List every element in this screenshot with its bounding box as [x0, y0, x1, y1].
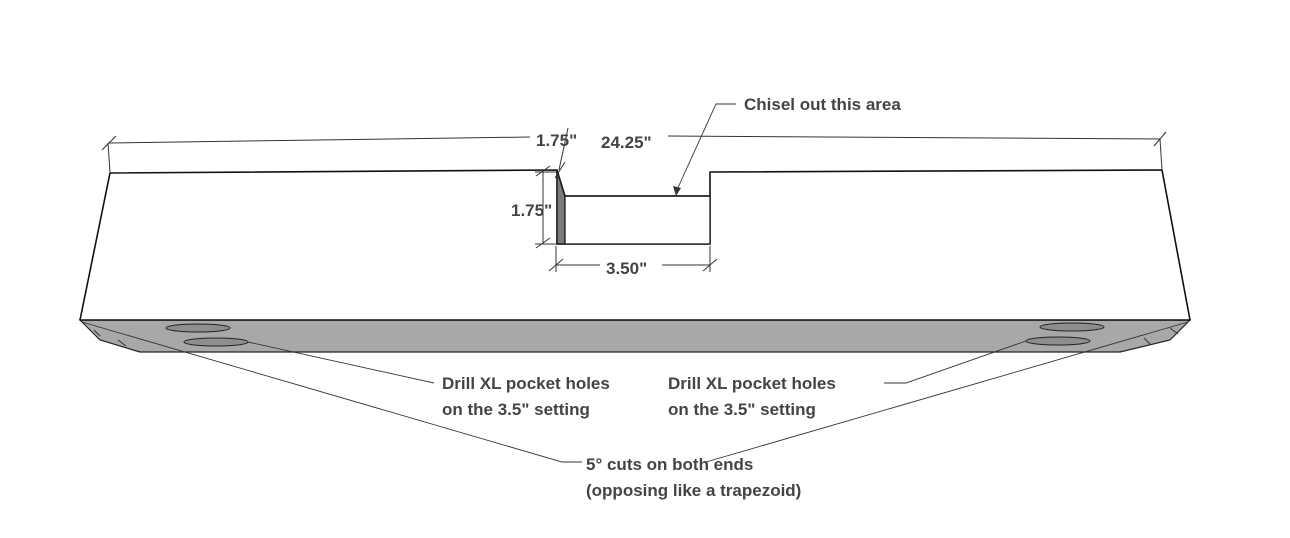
cuts-line2: (opposing like a trapezoid): [586, 481, 801, 500]
pocket-holes-right: [1025, 322, 1105, 346]
notch-offset-label: 1.75": [536, 131, 577, 150]
dimension-overall-length: 24.25": [101, 131, 1167, 173]
dimension-notch-width: 3.50": [548, 246, 718, 278]
corner-marks: [93, 327, 1179, 347]
pocket-left-line2: on the 3.5" setting: [442, 400, 590, 419]
pocket-hole: [165, 323, 231, 333]
chisel-label: Chisel out this area: [744, 95, 901, 114]
pocket-hole: [1039, 322, 1105, 332]
annotation-pocket-left: Drill XL pocket holes on the 3.5" settin…: [247, 341, 610, 419]
annotation-pocket-right: Drill XL pocket holes on the 3.5" settin…: [668, 340, 1027, 419]
notch-width-label: 3.50": [606, 259, 647, 278]
cuts-line1: 5° cuts on both ends: [586, 455, 753, 474]
pocket-hole: [1025, 336, 1091, 346]
notch-edge: [556, 169, 566, 197]
board-bottom-face: [78, 319, 1192, 353]
pocket-left-line1: Drill XL pocket holes: [442, 374, 610, 393]
annotation-chisel: Chisel out this area: [673, 95, 901, 196]
pocket-right-line2: on the 3.5" setting: [668, 400, 816, 419]
overall-length-label: 24.25": [601, 133, 652, 152]
pocket-hole: [183, 337, 249, 347]
dimension-notch-depth: 1.75": [511, 165, 557, 249]
notch-floor: [564, 195, 711, 245]
notch-depth-label: 1.75": [511, 201, 552, 220]
board-front-face: [79, 169, 1191, 321]
dimension-notch-offset: 1.75": [536, 127, 577, 179]
annotation-cuts: 5° cuts on both ends (opposing like a tr…: [81, 321, 1189, 500]
pocket-right-line1: Drill XL pocket holes: [668, 374, 836, 393]
